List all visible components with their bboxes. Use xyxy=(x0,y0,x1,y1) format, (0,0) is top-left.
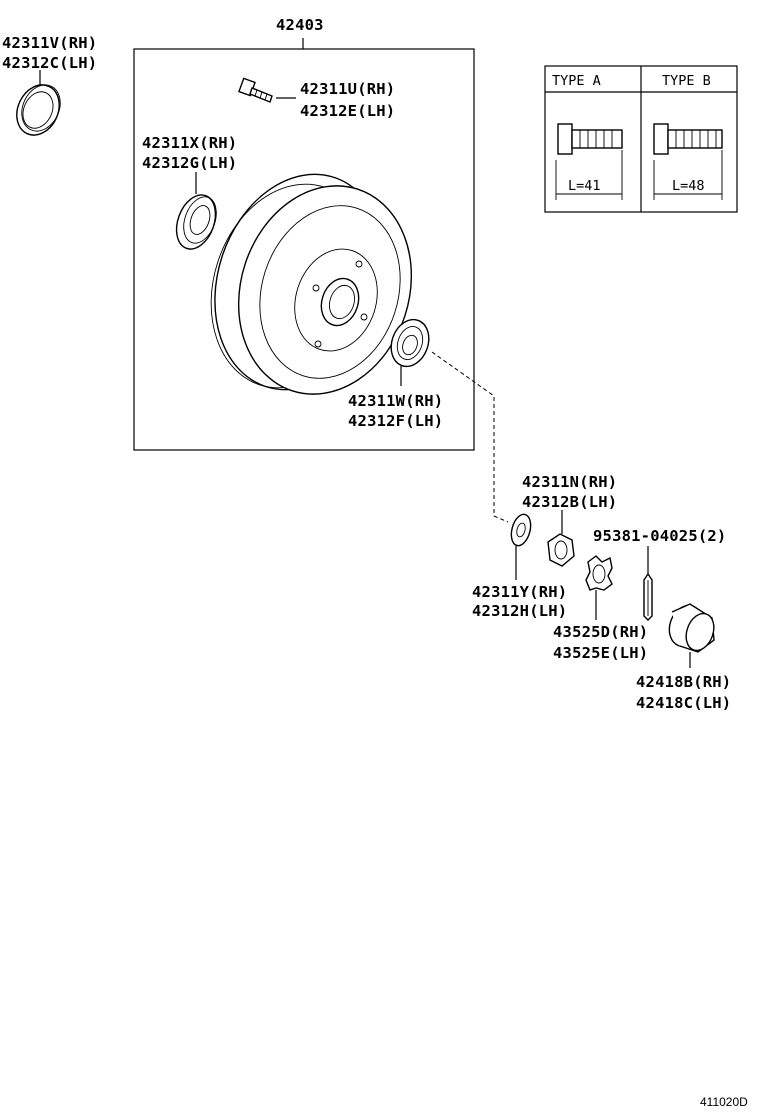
outer-bearing-lh-label: 42312G(LH) xyxy=(142,154,237,172)
grease-cap-rh-label: 42418B(RH) xyxy=(636,673,731,691)
grease-cap-lh-label: 42418C(LH) xyxy=(636,694,731,712)
type-b-label: TYPE B xyxy=(662,73,711,89)
cotter-pin-part xyxy=(643,546,653,621)
oil-seal-lh-label: 42312C(LH) xyxy=(2,54,97,72)
grease-cap-part xyxy=(668,603,715,668)
brake-drum-part xyxy=(210,173,413,395)
washer-rh-label: 42311Y(RH) xyxy=(472,583,567,601)
lock-cap-rh-label: 43525D(RH) xyxy=(553,623,648,641)
nut-rh-label: 42311N(RH) xyxy=(522,473,617,491)
inner-bearing-part xyxy=(390,318,430,386)
hub-bolt-rh-label: 42311U(RH) xyxy=(300,80,395,98)
cotter-pin-label: 95381-04025(2) xyxy=(593,527,726,545)
type-a-length: L=41 xyxy=(568,178,601,194)
inner-bearing-lh-label: 42312F(LH) xyxy=(348,412,443,430)
washer-lh-label: 42312H(LH) xyxy=(472,602,567,620)
outer-bearing-rh-label: 42311X(RH) xyxy=(142,134,237,152)
oil-seal-rh-label: 42311V(RH) xyxy=(2,34,97,52)
type-b-length: L=48 xyxy=(672,178,705,194)
type-table: TYPE A TYPE B L=41 xyxy=(544,65,738,213)
assembly-frame: 42403 xyxy=(133,16,475,451)
figure-id-label: 411020D xyxy=(700,1095,748,1109)
assembly-dashed-line xyxy=(431,351,509,523)
hub-bolt-part xyxy=(238,77,296,103)
assembly-number-label: 42403 xyxy=(276,16,324,34)
nut-lh-label: 42312B(LH) xyxy=(522,493,617,511)
type-b-bolt-icon xyxy=(653,123,723,200)
lock-cap-lh-label: 43525E(LH) xyxy=(553,644,648,662)
nut-lock-cap-part xyxy=(585,555,613,620)
outer-bearing-part xyxy=(175,172,217,250)
type-a-bolt-icon xyxy=(555,123,623,200)
oil-seal-part xyxy=(16,70,61,136)
nut-part xyxy=(547,510,575,567)
inner-bearing-rh-label: 42311W(RH) xyxy=(348,392,443,410)
type-a-label: TYPE A xyxy=(552,73,601,89)
hub-bolt-lh-label: 42312E(LH) xyxy=(300,102,395,120)
washer-part xyxy=(510,513,532,580)
